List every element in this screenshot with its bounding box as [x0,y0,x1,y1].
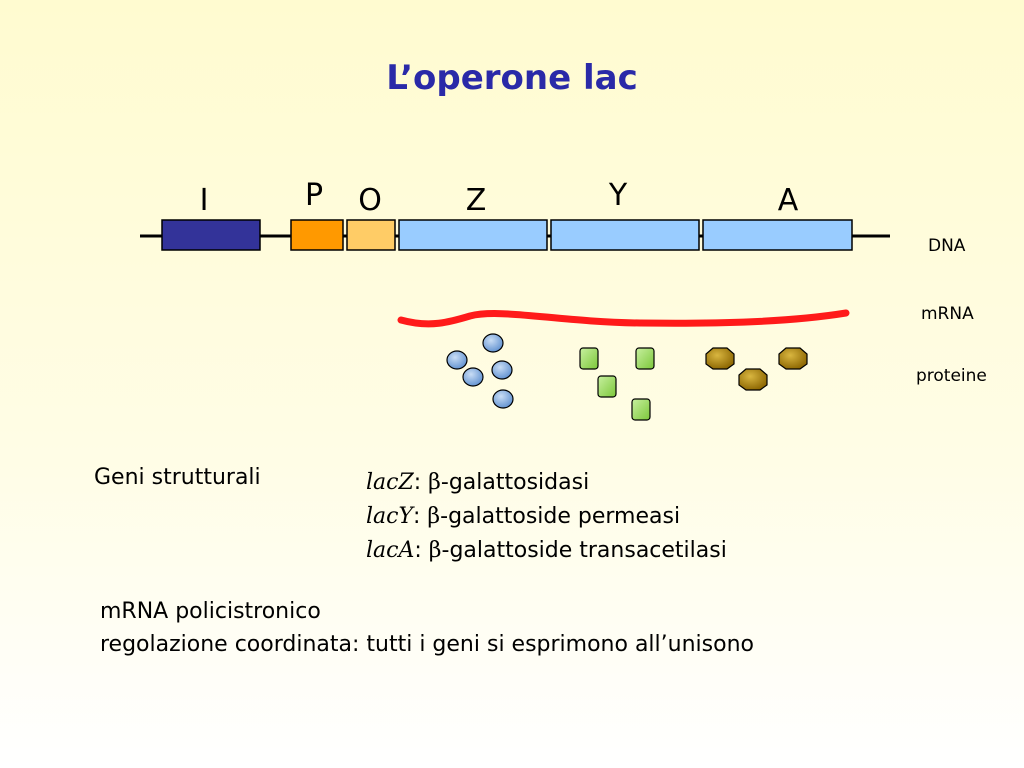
gene-letter-i: I [200,183,209,218]
protein-y-4 [631,398,651,421]
gene-product: -galattoside transacetilasi [441,538,727,563]
protein-y-2 [635,347,655,370]
gene-row-lacy: lacY: β-galattoside permeasi [366,500,727,534]
beta-symbol: β [428,538,442,563]
gene-separator: : [414,538,429,563]
mrna-strand [397,309,850,328]
gene-row-laca: lacA: β-galattoside transacetilasi [366,534,727,563]
dna-segment-i [161,219,261,251]
proteins-label: proteine [916,366,987,386]
protein-z-3 [491,360,513,380]
protein-y-1 [579,347,599,370]
dna-segment-z [398,219,548,251]
gene-separator: : [413,504,428,529]
note-polycistronic: mRNA policistronico [100,599,321,624]
beta-symbol: β [428,470,441,495]
dna-segment-y [550,219,700,251]
dna-segment-o [346,219,396,251]
mrna-label: mRNA [921,304,974,324]
gene-letter-a: A [778,183,799,218]
gene-product: -galattoside permeasi [440,504,681,529]
protein-z-2 [446,350,468,370]
gene-product: -galattosidasi [440,470,590,495]
lac-operon-diagram: I P O Z Y A DNA mRNA proteine [140,178,987,421]
structural-genes-title: Geni strutturali [94,465,261,490]
gene-row-lacz: lacZ: β-galattosidasi [366,466,727,500]
gene-name: lacZ [366,470,414,495]
gene-separator: : [413,470,429,495]
dna-segment-a [702,219,853,251]
protein-z-1 [482,333,504,353]
gene-name: lacY [366,504,413,529]
page-title: L’operone lac [386,58,638,98]
gene-letter-o: O [358,183,382,218]
notes-block: mRNA policistronico regolazione coordina… [100,595,754,661]
protein-z-5 [492,389,514,409]
beta-symbol: β [427,504,441,529]
note-coordinated-regulation: regolazione coordinata: tutti i geni si … [100,632,754,657]
dna-segment-p [290,219,344,251]
protein-a-2 [778,347,808,370]
dna-label: DNA [928,236,966,256]
protein-y-3 [597,375,617,398]
structural-gene-list: lacZ: β-galattosidasi lacY: β-galattosid… [366,466,727,563]
protein-a-3 [738,368,768,391]
gene-letter-z: Z [466,183,487,218]
protein-z-4 [462,367,484,387]
gene-name: lacA [366,538,415,563]
gene-letter-p: P [305,178,323,213]
gene-letter-y: Y [608,178,628,213]
protein-a-1 [705,347,735,370]
